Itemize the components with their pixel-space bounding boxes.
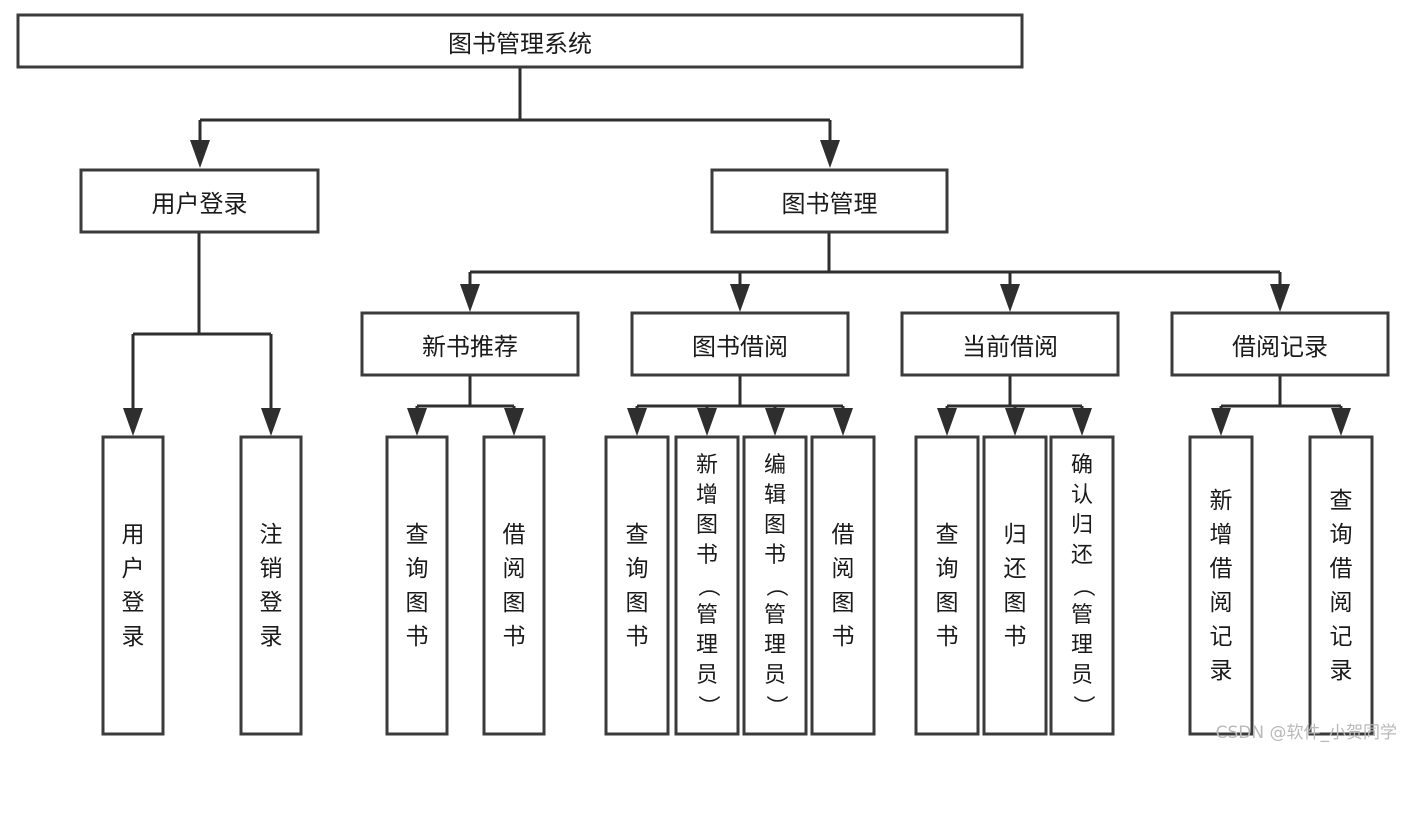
node-box-root[interactable] [16,13,1024,69]
arrow-head-current-return-book [1005,408,1025,436]
node-box-current-query-book[interactable] [914,435,980,736]
arrow-head-user-logout-leaf [261,408,281,436]
arrow-head-user-login-leaf [123,408,143,436]
node-box-user-login-leaf[interactable] [101,435,165,736]
connector-group-book-management [460,232,1290,312]
node-box-book-management[interactable] [710,168,949,234]
connector-group-current-borrow [937,375,1092,436]
arrow-head-user-login [190,140,210,168]
arrow-head-current-query-book [937,408,957,436]
connector-group-root [190,67,840,168]
node-box-current-return-book[interactable] [982,435,1048,736]
connector-group-new-book-recommend [407,375,524,436]
arrow-head-new-book-recommend [460,284,480,312]
arrow-head-borrow-edit-book [765,408,785,436]
node-box-borrow-add-book[interactable] [674,435,740,736]
diagram-canvas [16,13,1390,736]
tree-diagram: 图书管理系统 用户登录 图书管理 新书推荐 图书借阅 当前借阅 借阅记录 用户登… [16,13,1397,743]
connector-group-book-borrow [627,375,853,436]
arrow-head-record-query [1331,408,1351,436]
arrow-head-current-confirm-return [1072,408,1092,436]
arrow-head-borrow-query-book [627,408,647,436]
arrow-head-borrow-borrow-book [833,408,853,436]
node-box-borrow-query-book[interactable] [604,435,670,736]
node-box-record-query[interactable] [1308,435,1374,736]
node-box-borrow-edit-book[interactable] [742,435,808,736]
connector-group-user-login [123,232,281,436]
csdn-watermark: CSDN @软件_小贺同学 [1215,723,1397,743]
arrow-head-current-borrow [1000,284,1020,312]
arrow-head-recommend-borrow-book [504,408,524,436]
node-box-new-book-recommend[interactable] [360,311,580,377]
node-box-recommend-query-book[interactable] [385,435,449,736]
node-box-user-logout-leaf[interactable] [239,435,303,736]
node-box-user-login[interactable] [79,168,320,234]
node-box-record-add[interactable] [1188,435,1254,736]
arrow-head-record-add [1211,408,1231,436]
node-box-recommend-borrow-book[interactable] [482,435,546,736]
arrow-head-borrow-record [1270,284,1290,312]
node-box-current-borrow[interactable] [900,311,1120,377]
node-box-borrow-borrow-book[interactable] [810,435,876,736]
connector-group-borrow-record [1211,375,1351,436]
arrow-head-borrow-add-book [697,408,717,436]
node-box-current-confirm-return[interactable] [1049,435,1115,736]
node-box-book-borrow[interactable] [630,311,850,377]
node-box-borrow-record[interactable] [1170,311,1390,377]
arrow-head-recommend-query-book [407,408,427,436]
arrow-head-book-borrow [730,284,750,312]
arrow-head-book-management [820,140,840,168]
